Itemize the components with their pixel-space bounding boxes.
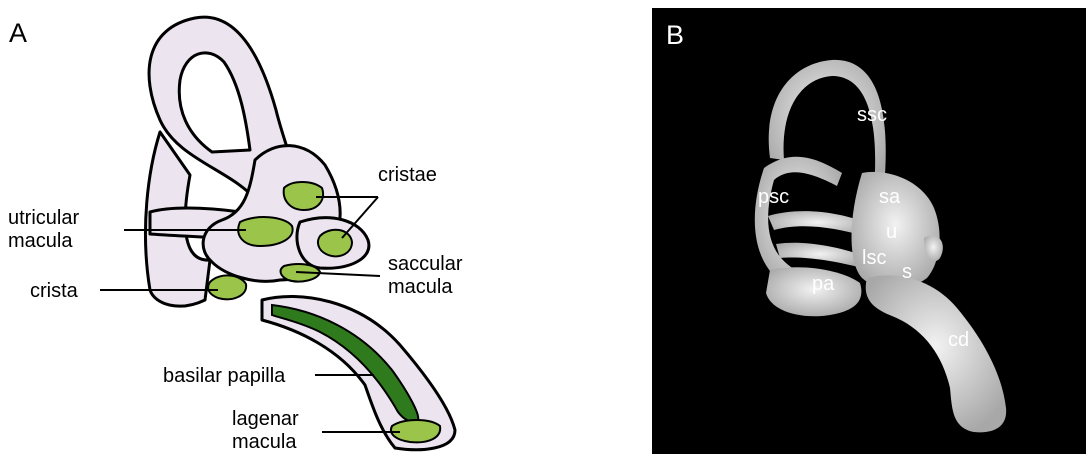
inner-ear-micrograph: ssc psc sa u lsc s pa cd (652, 8, 1086, 454)
label-s: s (902, 261, 912, 283)
label-saccular-line2: macula (388, 276, 453, 298)
label-ssc: ssc (857, 104, 887, 126)
label-pa: pa (812, 273, 835, 295)
label-utricular-line2: macula (8, 230, 73, 252)
panel-letter-b: B (666, 20, 684, 51)
label-lsc: lsc (862, 247, 886, 269)
label-psc: psc (758, 186, 789, 208)
label-sa: sa (879, 186, 901, 208)
label-saccular-line1: saccular (388, 253, 463, 275)
crista-posterior (208, 275, 246, 299)
panel-letter-a: A (9, 18, 27, 49)
panel-b-photo: ssc psc sa u lsc s pa cd (652, 8, 1086, 454)
label-basilar-papilla: basilar papilla (163, 365, 286, 387)
label-utricular-line1: utricular (8, 207, 79, 229)
utricular-macula-patch (238, 217, 292, 246)
label-u: u (886, 221, 897, 243)
label-cristae: cristae (378, 164, 437, 186)
label-lagenar-line1: lagenar (232, 408, 299, 430)
label-cd: cd (948, 329, 969, 351)
panel-a-diagram: cristae utricular macula crista saccular… (0, 0, 650, 454)
label-crista: crista (30, 280, 79, 302)
label-lagenar-line2: macula (232, 431, 297, 453)
inner-ear-schematic: cristae utricular macula crista saccular… (0, 0, 650, 454)
